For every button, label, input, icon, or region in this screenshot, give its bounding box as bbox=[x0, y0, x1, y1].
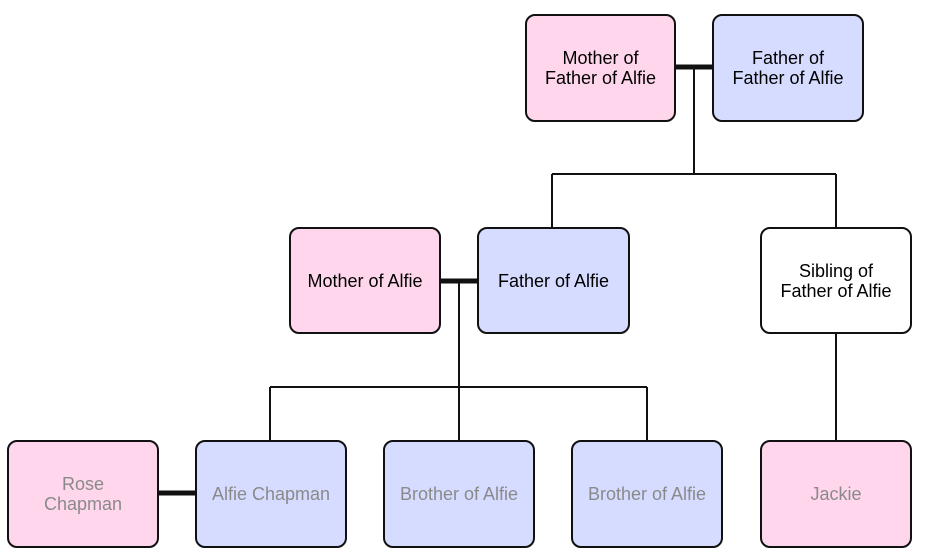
node-alfie-chapman[interactable]: Alfie Chapman bbox=[195, 440, 347, 548]
node-label: Brother of Alfie bbox=[587, 484, 707, 504]
node-label: Sibling of Father of Alfie bbox=[780, 260, 892, 301]
node-label: Jackie bbox=[810, 484, 862, 504]
node-label: Father of Alfie bbox=[497, 270, 610, 291]
node-label: Mother of Alfie bbox=[307, 270, 423, 291]
node-father-of-father[interactable]: Father of Father of Alfie bbox=[712, 14, 864, 122]
node-label: Father of Father of Alfie bbox=[732, 48, 844, 88]
node-mother-of-alfie[interactable]: Mother of Alfie bbox=[289, 227, 441, 334]
node-father-of-alfie[interactable]: Father of Alfie bbox=[477, 227, 630, 334]
node-label: Brother of Alfie bbox=[399, 484, 519, 504]
node-label: Rose Chapman bbox=[43, 474, 123, 514]
node-mother-of-father[interactable]: Mother of Father of Alfie bbox=[525, 14, 676, 122]
node-brother-of-alfie-2[interactable]: Brother of Alfie bbox=[571, 440, 723, 548]
node-label: Mother of Father of Alfie bbox=[544, 48, 657, 88]
node-rose-chapman[interactable]: Rose Chapman bbox=[7, 440, 159, 548]
node-label: Alfie Chapman bbox=[211, 484, 331, 504]
node-jackie[interactable]: Jackie bbox=[760, 440, 912, 548]
node-brother-of-alfie-1[interactable]: Brother of Alfie bbox=[383, 440, 535, 548]
node-sibling-of-father[interactable]: Sibling of Father of Alfie bbox=[760, 227, 912, 334]
